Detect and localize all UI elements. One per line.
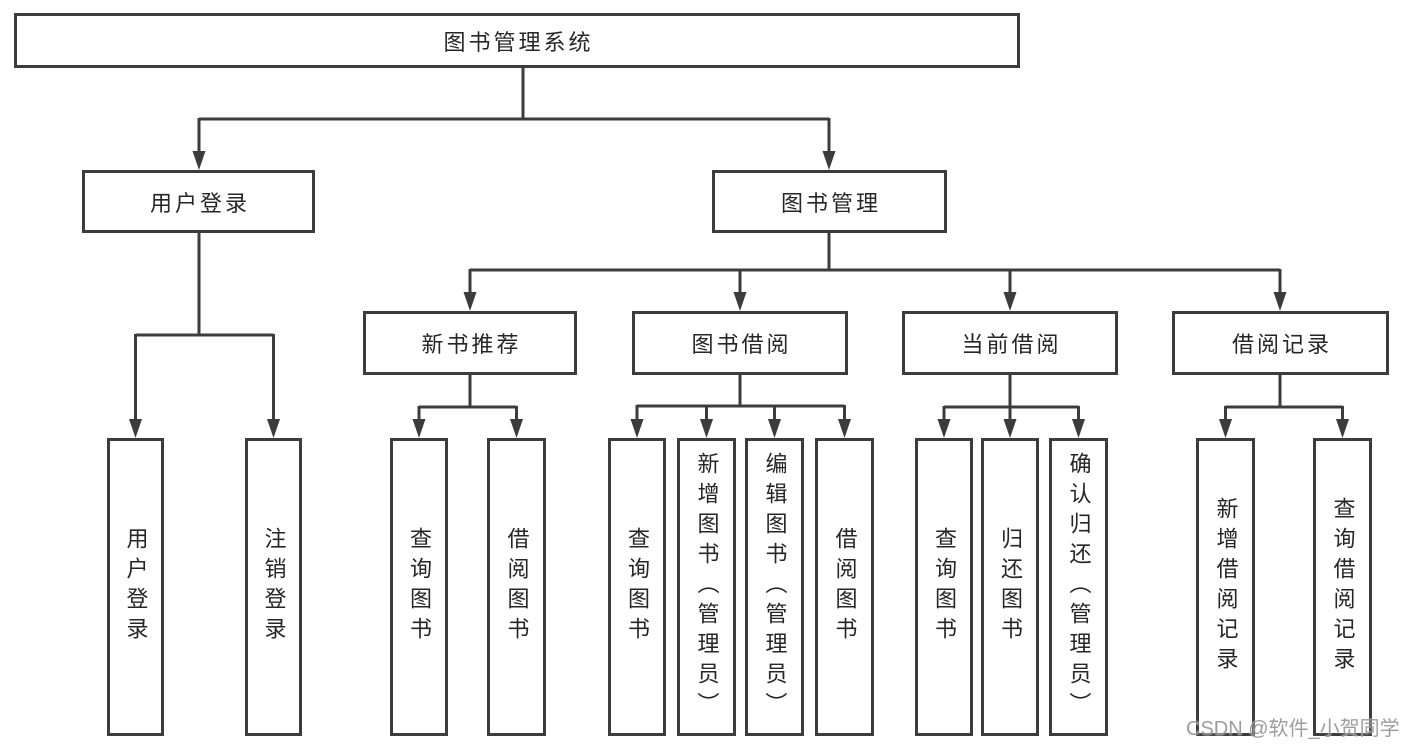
node-logout-action: 注销登录 — [245, 438, 302, 736]
node-confirm-return-admin: 确认归还（管理员） — [1049, 438, 1108, 736]
connector-root-to-level2 — [192, 67, 836, 170]
arrowhead-icon — [1003, 419, 1017, 438]
arrowhead-icon — [510, 419, 523, 438]
watermark: CSDN @软件_小贺同学 — [1186, 718, 1400, 740]
node-book-management: 图书管理 — [712, 170, 947, 233]
node-borrowing-records: 借阅记录 — [1172, 311, 1389, 375]
node-borrowing-records-label: 借阅记录 — [1231, 332, 1332, 357]
arrowhead-icon — [1336, 419, 1349, 438]
node-book-borrowing: 图书借阅 — [632, 311, 848, 375]
node-add-borrow-record: 新增借阅记录 — [1196, 438, 1255, 736]
arrowhead-icon — [192, 151, 206, 170]
arrowhead-icon — [129, 419, 142, 438]
node-query-books-current-label: 查询图书 — [932, 527, 957, 647]
node-add-borrow-record-label: 新增借阅记录 — [1213, 497, 1239, 677]
node-query-books-recommend-label: 查询图书 — [407, 527, 432, 647]
arrowhead-icon — [733, 292, 747, 311]
node-user-login-action-label: 用户登录 — [123, 527, 149, 647]
node-add-book-admin-label: 新增图书（管理员） — [694, 452, 720, 722]
connector-recommendation-children — [412, 375, 523, 438]
node-borrow-books-borrowing: 借阅图书 — [815, 438, 874, 736]
arrowhead-icon — [630, 419, 644, 438]
node-query-borrow-record-label: 查询借阅记录 — [1330, 497, 1356, 677]
connector-mgmt-to-sections — [463, 233, 1287, 311]
node-borrow-books-recommend: 借阅图书 — [487, 438, 546, 736]
arrowhead-icon — [838, 419, 851, 438]
connector-borrowing-children — [630, 375, 851, 438]
arrowhead-icon — [937, 419, 951, 438]
node-new-book-recommendation: 新书推荐 — [363, 311, 577, 375]
node-book-management-label: 图书管理 — [780, 190, 881, 216]
node-edit-book-admin: 编辑图书（管理员） — [745, 438, 804, 736]
connector-login-to-children — [129, 233, 280, 438]
node-borrow-books-borrowing-label: 借阅图书 — [832, 527, 858, 647]
node-query-books-current: 查询图书 — [915, 438, 973, 736]
node-query-books-borrowing: 查询图书 — [608, 438, 666, 736]
node-query-borrow-record: 查询借阅记录 — [1313, 438, 1372, 736]
node-return-book: 归还图书 — [981, 438, 1039, 736]
node-add-book-admin: 新增图书（管理员） — [677, 438, 736, 736]
arrowhead-icon — [1003, 292, 1017, 311]
node-edit-book-admin-label: 编辑图书（管理员） — [762, 452, 788, 722]
node-return-book-label: 归还图书 — [998, 527, 1023, 647]
arrowhead-icon — [700, 419, 713, 438]
node-new-book-recommendation-label: 新书推荐 — [421, 332, 522, 357]
node-query-books-borrowing-label: 查询图书 — [625, 527, 650, 647]
connector-current-children — [937, 375, 1085, 438]
node-current-borrowing: 当前借阅 — [902, 311, 1118, 375]
node-current-borrowing-label: 当前借阅 — [961, 332, 1062, 357]
node-user-login: 用户登录 — [82, 170, 315, 233]
node-borrow-books-recommend-label: 借阅图书 — [504, 527, 530, 647]
node-confirm-return-admin-label: 确认归还（管理员） — [1066, 452, 1092, 722]
arrowhead-icon — [822, 151, 836, 170]
node-logout-action-label: 注销登录 — [261, 527, 287, 647]
node-user-login-action: 用户登录 — [107, 438, 164, 736]
arrowhead-icon — [1273, 292, 1287, 311]
arrowhead-icon — [768, 419, 781, 438]
node-query-books-recommend: 查询图书 — [390, 438, 448, 736]
arrowhead-icon — [463, 292, 477, 311]
node-book-borrowing-label: 图书借阅 — [691, 332, 792, 357]
arrowhead-icon — [412, 419, 426, 438]
arrowhead-icon — [267, 419, 280, 438]
node-root-label: 图书管理系统 — [443, 29, 594, 55]
node-user-login-label: 用户登录 — [149, 190, 250, 216]
connector-records-children — [1219, 375, 1349, 438]
arrowhead-icon — [1219, 419, 1232, 438]
node-root: 图书管理系统 — [14, 13, 1020, 68]
arrowhead-icon — [1072, 419, 1085, 438]
